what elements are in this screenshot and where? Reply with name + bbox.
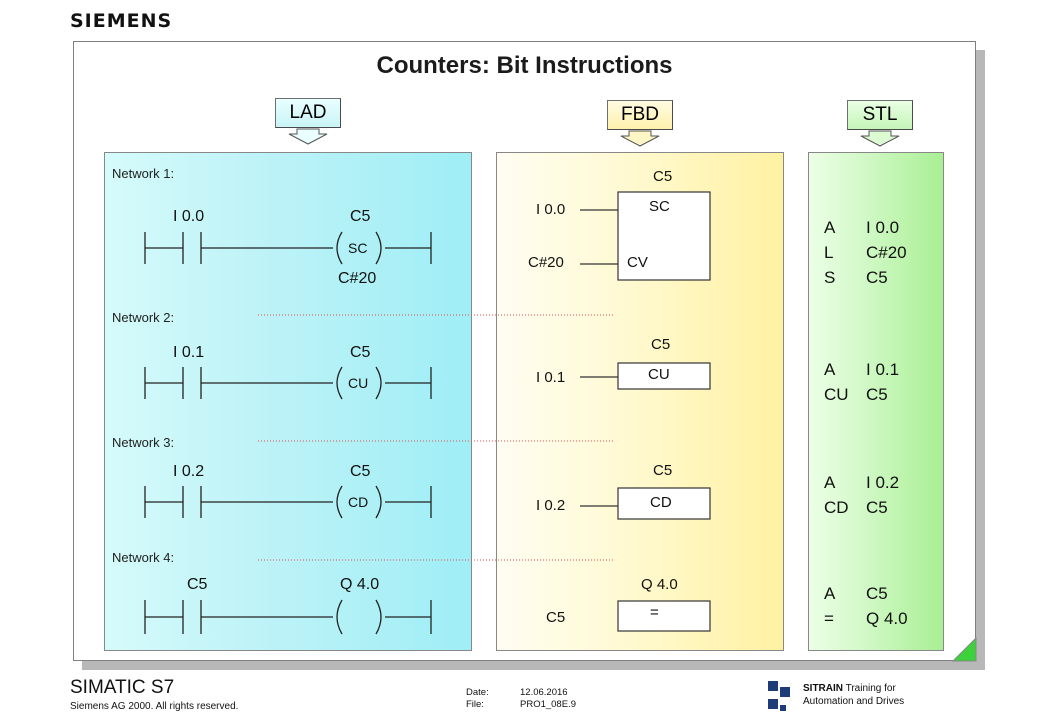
sitrain-logo-icon [768, 681, 790, 711]
stl-line: L C#20 [824, 243, 907, 263]
stl-line: = Q 4.0 [824, 609, 908, 629]
sitrain-name: SITRAIN [803, 683, 843, 694]
network-guides [258, 314, 615, 561]
lad-coil-address: C5 [350, 463, 371, 480]
fbd-input-lines [580, 209, 618, 507]
stl-line: CU C5 [824, 385, 888, 405]
tab-lad: LAD [275, 98, 341, 128]
stl-arg: I 0.0 [866, 218, 900, 237]
stl-line: CD C5 [824, 498, 888, 518]
sitrain-tagline-1: Training for [845, 683, 896, 694]
lad-coil-preset: C#20 [338, 270, 377, 287]
stl-op: = [824, 609, 834, 628]
stl-arg: I 0.1 [866, 360, 900, 379]
stl-line: S C5 [824, 268, 888, 288]
stl-op: CD [824, 498, 849, 517]
stl-op: A [824, 473, 836, 492]
stl-op: L [824, 243, 834, 262]
lad-network-label: Network 4: [112, 550, 175, 565]
fbd-block-op: SC [649, 198, 670, 215]
stl-panel [808, 152, 944, 651]
footer-date-label: Date: [466, 687, 489, 698]
fbd-block-address: C5 [653, 462, 673, 479]
stl-op: A [824, 360, 836, 379]
footer-product: SIMATIC S7 [70, 677, 175, 698]
stl-line: A C5 [824, 584, 888, 604]
footer-date-value: 12.06.2016 [520, 687, 568, 698]
lad-contact-label: I 0.0 [173, 208, 205, 225]
slide-title: Counters: Bit Instructions [376, 52, 673, 79]
stl-arg: C5 [866, 385, 888, 404]
lad-contact-label: I 0.2 [173, 463, 205, 480]
lad-coil-address: C5 [350, 208, 371, 225]
lad-coil-op: CU [348, 375, 369, 391]
footer-copyright: Siemens AG 2000. All rights reserved. [70, 701, 239, 712]
lad-coil-op: SC [348, 240, 368, 256]
fbd-block-address: C5 [653, 168, 673, 185]
tab-fbd: FBD [607, 100, 673, 130]
fbd-input-label: C5 [546, 609, 566, 626]
stl-arg: Q 4.0 [866, 609, 908, 628]
footer-file-label: File: [466, 699, 484, 710]
fbd-input-label: C#20 [528, 254, 564, 271]
fbd-block-address: Q 4.0 [641, 576, 678, 593]
fbd-block-op: CU [648, 366, 670, 383]
stl-op: A [824, 218, 836, 237]
lad-network-label: Network 3: [112, 435, 175, 450]
fbd-input-label: I 0.1 [536, 369, 566, 386]
fbd-boxes [617, 191, 711, 632]
stl-op: A [824, 584, 836, 603]
lad-contact-label: I 0.1 [173, 344, 205, 361]
stl-arg: C5 [866, 498, 888, 517]
stl-line: A I 0.1 [824, 360, 899, 380]
lad-coil-address: Q 4.0 [340, 576, 380, 593]
fbd-pin-label: CV [627, 254, 648, 271]
lad-contact-label: C5 [187, 576, 208, 593]
fbd-block-op: CD [650, 494, 672, 511]
siemens-logo: SIEMENS [70, 10, 173, 32]
fbd-input-label: I 0.0 [536, 201, 566, 218]
stl-arg: I 0.2 [866, 473, 900, 492]
stl-line: A I 0.0 [824, 218, 899, 238]
lad-rungs [144, 231, 432, 635]
stl-line: A I 0.2 [824, 473, 899, 493]
tab-stl: STL [847, 100, 913, 130]
lad-arrow-icon [288, 128, 328, 145]
fbd-block-op: = [650, 604, 659, 621]
stl-arg: C#20 [866, 243, 907, 262]
lad-panel [104, 152, 472, 651]
fbd-input-label: I 0.2 [536, 497, 566, 514]
corner-accent [951, 636, 977, 662]
lad-coil-op: CD [348, 494, 369, 510]
stl-arg: C5 [866, 268, 888, 287]
stl-arrow-icon [860, 130, 900, 147]
lad-coil-address: C5 [350, 344, 371, 361]
fbd-arrow-icon [620, 130, 660, 147]
fbd-block-address: C5 [651, 336, 671, 353]
stl-arg: C5 [866, 584, 888, 603]
lad-network-label: Network 1: [112, 166, 175, 181]
stl-op: CU [824, 385, 849, 404]
footer-file-value: PRO1_08E.9 [520, 699, 576, 710]
stl-op: S [824, 268, 836, 287]
lad-network-label: Network 2: [112, 310, 175, 325]
sitrain-tagline-2: Automation and Drives [803, 696, 905, 707]
sitrain-block: SITRAIN Training for Automation and Driv… [803, 682, 904, 708]
